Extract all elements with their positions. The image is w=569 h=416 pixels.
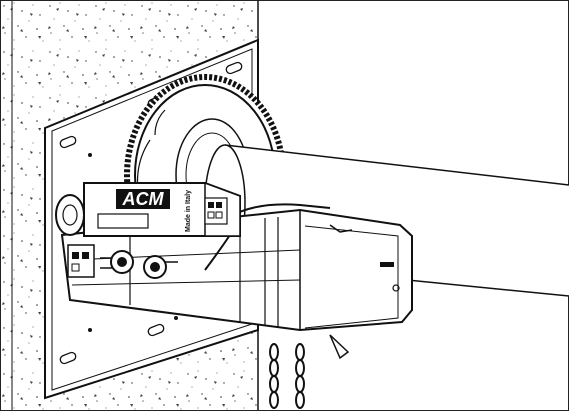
terminal-block (204, 197, 228, 225)
brand-logo: ACM (122, 189, 165, 209)
origin-label: Made in Italy (185, 190, 192, 232)
display-window (97, 213, 149, 229)
hand-chain (269, 334, 350, 409)
mounting-slot (59, 135, 77, 149)
motor-body (60, 203, 413, 332)
mounting-slot (59, 351, 77, 365)
connector-assembly (55, 194, 178, 279)
mounting-slot (225, 61, 243, 75)
control-box: ACM Made in Italy (83, 181, 241, 237)
acm-logo-plate (116, 189, 170, 209)
mounting-slot (147, 323, 165, 337)
